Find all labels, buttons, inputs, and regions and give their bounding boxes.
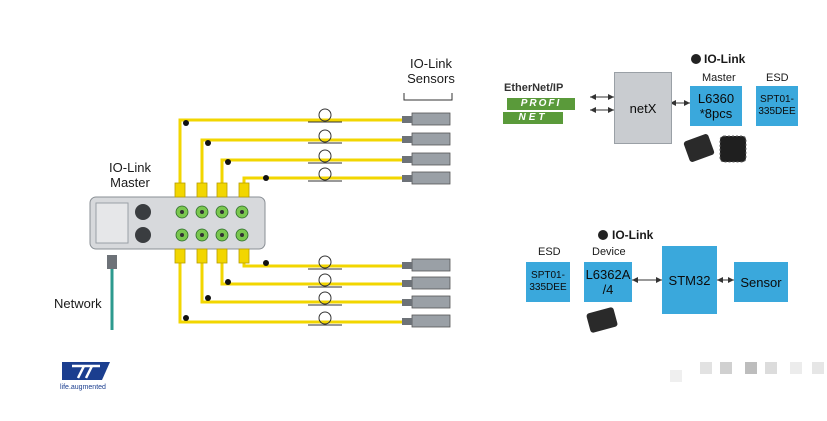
chip-images-top: [683, 134, 747, 163]
io-link-sensors: [402, 112, 451, 328]
st-logo-icon: [62, 362, 110, 380]
iolink-logo-icon-bottom: [598, 230, 608, 240]
chip-image-bottom: [586, 307, 618, 333]
master-title: IO-Link Master: [109, 160, 151, 190]
cable-loops: [308, 108, 342, 326]
ethernet-ip-label: EtherNet/IP: [504, 82, 564, 94]
master-plugs: [174, 182, 250, 264]
esd-label-top: ESD: [766, 72, 789, 84]
right-bottom-arrowheads: [632, 277, 734, 283]
spt01-box-bottom: SPT01- 335DEE: [526, 262, 570, 302]
network-plug: [107, 255, 117, 269]
l6360-box: L6360 *8pcs: [690, 86, 742, 126]
right-top-arrowheads: [590, 94, 690, 113]
connector-dots: [183, 120, 269, 321]
netx-box: netX: [614, 72, 672, 144]
lower-cables: [178, 252, 412, 324]
sensor-box: Sensor: [734, 262, 788, 302]
watermark-squares: [670, 362, 824, 382]
network-label: Network: [54, 296, 102, 311]
profinet-label-1: PROFI: [507, 98, 575, 110]
profinet-label-2: NET: [503, 112, 563, 124]
iolink-logo-bottom: IO-Link: [612, 228, 654, 242]
st-tagline: life.augmented: [60, 384, 106, 391]
io-link-master-device: [89, 196, 266, 250]
iolink-logo-icon-top: [691, 54, 701, 64]
l6362a-box: L6362A /4: [584, 262, 632, 302]
spt01-box-top: SPT01- 335DEE: [756, 86, 798, 126]
sensors-bracket: [403, 93, 453, 101]
upper-cables: [178, 118, 412, 185]
iolink-logo-top: IO-Link: [704, 52, 746, 66]
sensors-title: IO-Link Sensors: [407, 56, 455, 86]
master-label: Master: [702, 72, 736, 84]
esd-label-bottom: ESD: [538, 246, 561, 258]
stm32-box: STM32: [662, 246, 717, 314]
device-label: Device: [592, 246, 626, 258]
